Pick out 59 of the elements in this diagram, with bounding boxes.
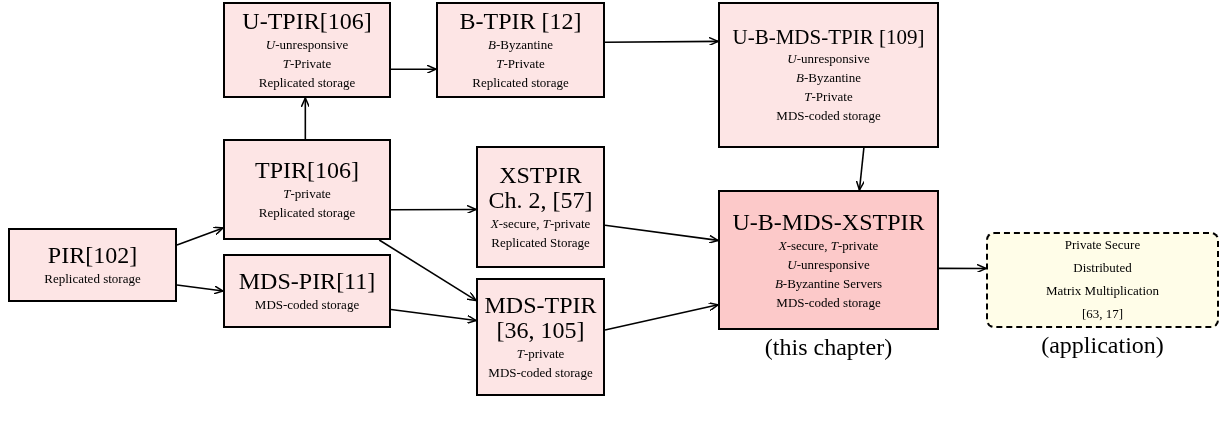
- node-title: MDS-TPIR [36, 105]: [483, 292, 598, 344]
- process-box: [8, 228, 177, 302]
- node-caption: (application): [1040, 332, 1165, 359]
- process-box: [476, 278, 605, 396]
- node-title: U-B-MDS-XSTPIR: [732, 209, 925, 235]
- process-box: [223, 254, 391, 328]
- node-text: B-Byzantine: [488, 38, 553, 54]
- node-text: X-secure, T-private: [778, 238, 879, 254]
- node-text: B-Byzantine: [796, 71, 861, 86]
- arrow: [855, 147, 866, 191]
- node-text: Replicated storage: [258, 76, 356, 91]
- node-text: U-unresponsive: [787, 257, 870, 273]
- node-text: U-unresponsive: [787, 52, 870, 68]
- process-box: [476, 146, 605, 268]
- node-text: MDS-coded storage: [488, 366, 593, 382]
- node-text: B-Byzantine Servers: [774, 276, 883, 292]
- arrow: [390, 64, 437, 74]
- node-text: Replicated storage: [472, 76, 569, 91]
- process-box: [223, 139, 391, 240]
- node-title: PIR[102]: [47, 242, 138, 269]
- node-text: Replicated storage: [258, 206, 356, 222]
- node-text: T-private: [516, 347, 565, 363]
- node-title: MDS-PIR[11]: [238, 268, 376, 295]
- process-box: [718, 2, 939, 148]
- node-text: MDS-coded storage: [776, 295, 881, 311]
- application-box: [986, 232, 1219, 328]
- arrow: [390, 204, 477, 215]
- node-text: Matrix Multiplication: [1046, 284, 1159, 299]
- node-text: T-Private: [282, 57, 332, 73]
- node-text: X-secure, T-private: [490, 217, 591, 233]
- node-text: T-Private: [496, 57, 545, 73]
- node-title: TPIR[106]: [255, 157, 359, 184]
- node-caption: (this chapter): [763, 334, 894, 361]
- node-title: XSTPIR Ch. 2, [57]: [487, 162, 594, 214]
- node-text: T-private: [283, 187, 331, 203]
- arrow: [390, 308, 477, 325]
- arrow: [300, 97, 311, 140]
- node-text: Replicated Storage: [491, 236, 590, 252]
- arrow: [378, 239, 477, 302]
- node-text: U-unresponsive: [265, 38, 349, 54]
- arrow: [176, 226, 224, 246]
- node-title: U-B-MDS-TPIR [109]: [732, 26, 925, 49]
- arrow: [176, 284, 224, 295]
- node-text: Replicated storage: [44, 272, 141, 288]
- node-title: B-TPIR [12]: [459, 9, 582, 35]
- node-text: Private Secure: [1064, 238, 1141, 254]
- node-text: [63, 17]: [1081, 306, 1124, 322]
- process-box: [223, 2, 391, 98]
- arrow: [604, 36, 719, 47]
- node-title: U-TPIR[106]: [242, 9, 372, 35]
- process-box: [436, 2, 605, 98]
- arrow: [604, 224, 719, 244]
- arrow: [938, 263, 987, 274]
- process-box: [718, 190, 939, 330]
- node-text: MDS-coded storage: [776, 108, 881, 124]
- arrow: [604, 302, 719, 331]
- node-text: MDS-coded storage: [254, 298, 360, 314]
- node-text: Distributed: [1073, 261, 1132, 276]
- node-text: T-Private: [804, 90, 853, 105]
